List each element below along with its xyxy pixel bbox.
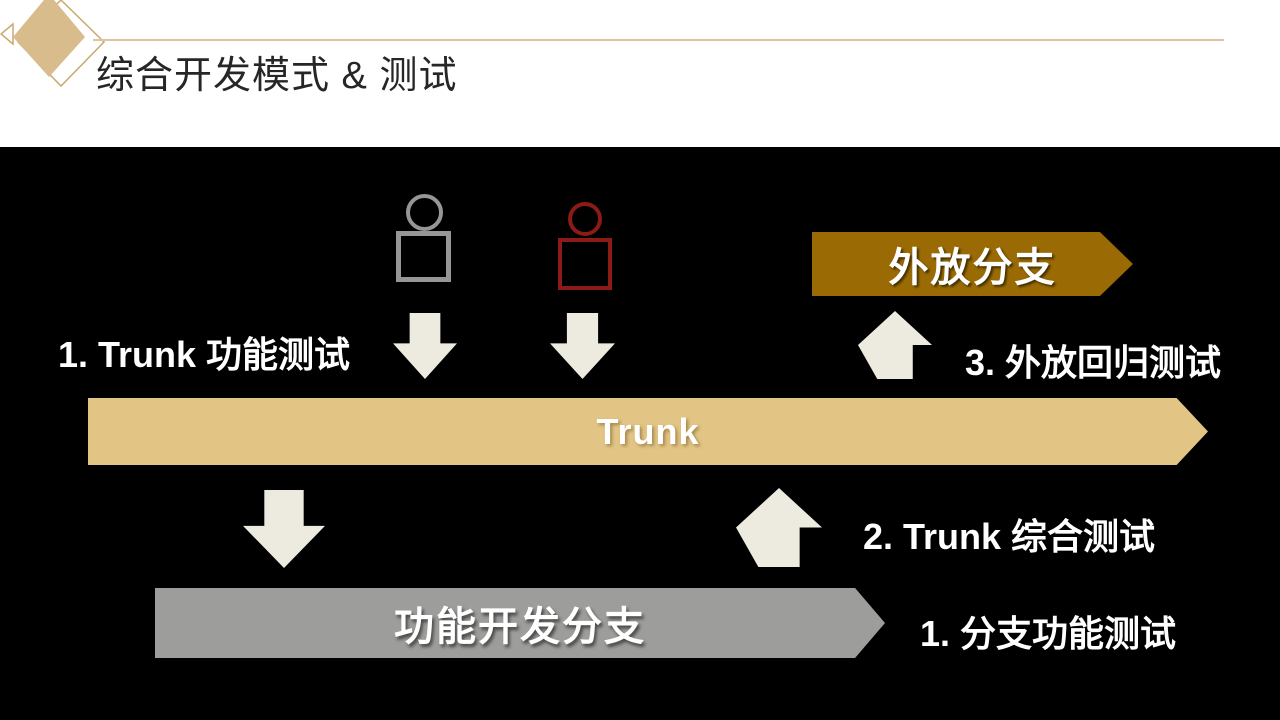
arrow-down-icon [550,313,615,379]
feature-branch-label: 功能开发分支 [394,605,646,649]
diamond-logo-icon [0,0,106,88]
external-branch-label: 外放分支 [888,246,1057,290]
arrow-down-icon [243,490,325,568]
person-body-icon [558,238,612,290]
arrow-up-icon [858,311,932,379]
trunk-label: Trunk [596,410,700,452]
external-regression-test-label: 3. 外放回归测试 [965,342,1222,383]
person-head-icon [568,202,602,236]
person-head-icon [406,194,443,231]
person-icon-red [558,202,614,290]
arrow-down-icon [393,313,457,379]
page-title: 综合开发模式 & 测试 [96,55,458,97]
trunk-integration-test-label: 2. Trunk 综合测试 [863,516,1156,557]
diagram-panel: 外放分支 1. Trunk 功能测试 3. 外放回归测试 Trunk 2. Tr… [0,147,1280,720]
feature-branch-banner: 功能开发分支 [155,588,885,658]
header-divider-line [93,39,1224,41]
slide-header: 综合开发模式 & 测试 [0,0,1280,147]
trunk-banner: Trunk [88,398,1208,465]
trunk-function-test-label: 1. Trunk 功能测试 [58,334,351,375]
person-body-icon [396,231,451,282]
branch-function-test-label: 1. 分支功能测试 [920,613,1177,654]
external-branch-banner: 外放分支 [812,232,1133,296]
person-icon [396,194,452,282]
arrow-up-icon [736,488,822,567]
